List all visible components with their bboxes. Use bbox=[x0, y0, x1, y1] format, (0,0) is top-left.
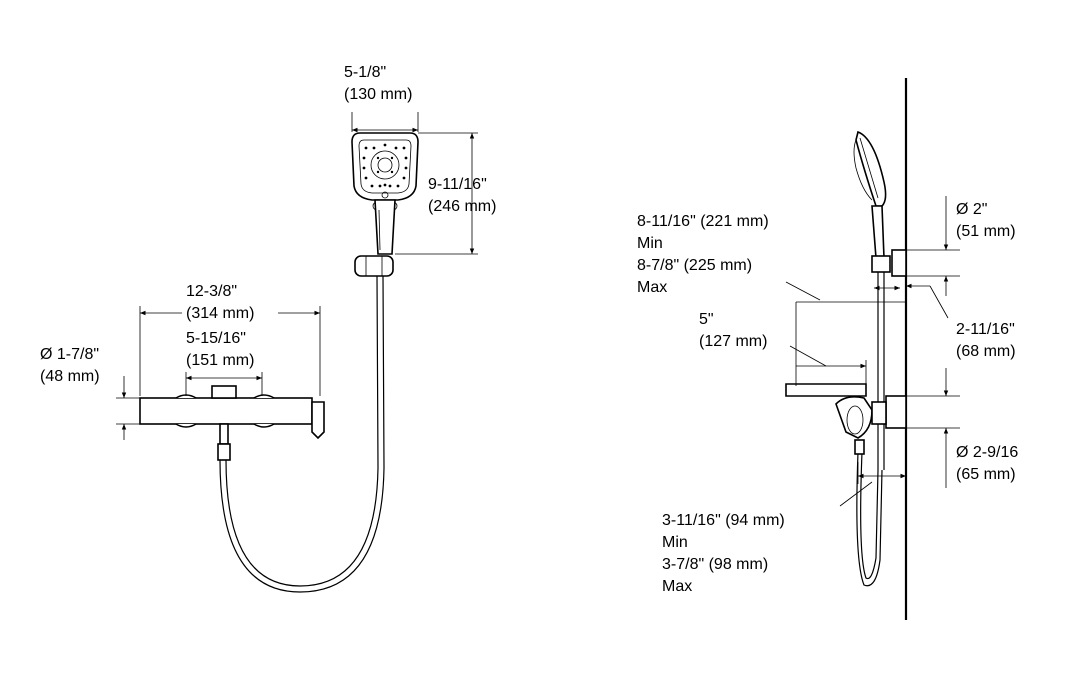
dim-spout-offset bbox=[839, 462, 906, 507]
front-view bbox=[116, 112, 478, 593]
overall-width-metric: (314 mm) bbox=[186, 305, 254, 322]
escutcheon-diameter-imperial: Ø 2-9/16 bbox=[956, 444, 1018, 461]
body-diameter-metric: (48 mm) bbox=[40, 368, 100, 385]
projection-min-label: Min bbox=[637, 235, 663, 252]
body-diameter-imperial: Ø 1-7/8" bbox=[40, 346, 99, 363]
hand-shower-head bbox=[351, 132, 419, 255]
center-spacing-metric: (151 mm) bbox=[186, 352, 254, 369]
escutcheon-diameter-metric: (65 mm) bbox=[956, 466, 1016, 483]
bracket-depth-imperial: 2-11/16" bbox=[956, 321, 1015, 338]
dim-bracket-depth bbox=[906, 283, 949, 319]
head-height-imperial: 9-11/16" bbox=[428, 176, 487, 193]
escutcheon bbox=[835, 395, 907, 439]
bracket-diameter-metric: (51 mm) bbox=[956, 223, 1016, 240]
side-view bbox=[785, 78, 960, 620]
dim-bracket-diameter bbox=[906, 196, 960, 296]
bracket-diameter-imperial: Ø 2" bbox=[956, 201, 987, 218]
head-width-metric: (130 mm) bbox=[344, 86, 412, 103]
dim-head-width bbox=[351, 112, 419, 133]
dim-shelf-depth bbox=[789, 302, 867, 386]
projection-max-value: 8-7/8" (225 mm) bbox=[637, 257, 752, 274]
spout-offset-min-value: 3-11/16" (94 mm) bbox=[662, 512, 785, 529]
shelf-depth-imperial: 5" bbox=[699, 311, 714, 328]
spray-nozzles bbox=[362, 143, 408, 188]
shower-hose bbox=[219, 275, 385, 593]
mixer-body bbox=[139, 385, 325, 461]
hose-side bbox=[854, 439, 883, 587]
shelf-depth-metric: (127 mm) bbox=[699, 333, 767, 350]
dim-head-height bbox=[395, 132, 478, 255]
hand-shower-holder bbox=[354, 255, 394, 277]
spout-offset-max-value: 3-7/8" (98 mm) bbox=[662, 556, 768, 573]
overall-width-imperial: 12-3/8" bbox=[186, 283, 237, 300]
projection-min-value: 8-11/16" (221 mm) bbox=[637, 213, 769, 230]
head-height-metric: (246 mm) bbox=[428, 198, 496, 215]
spout-offset-max-label: Max bbox=[662, 578, 692, 595]
dim-projection bbox=[785, 281, 906, 303]
dim-body-diameter bbox=[116, 376, 140, 440]
dim-center-spacing bbox=[185, 372, 263, 396]
shelf bbox=[785, 383, 867, 397]
projection-max-label: Max bbox=[637, 279, 667, 296]
dim-escutcheon-diameter bbox=[906, 368, 960, 488]
center-spacing-imperial: 5-15/16" bbox=[186, 330, 246, 347]
head-width-imperial: 5-1/8" bbox=[344, 64, 386, 81]
bracket-depth-metric: (68 mm) bbox=[956, 343, 1016, 360]
hand-shower-side bbox=[853, 130, 887, 259]
spout-offset-min-label: Min bbox=[662, 534, 688, 551]
slide-bar bbox=[871, 249, 907, 470]
dim-overall-width bbox=[139, 306, 321, 396]
